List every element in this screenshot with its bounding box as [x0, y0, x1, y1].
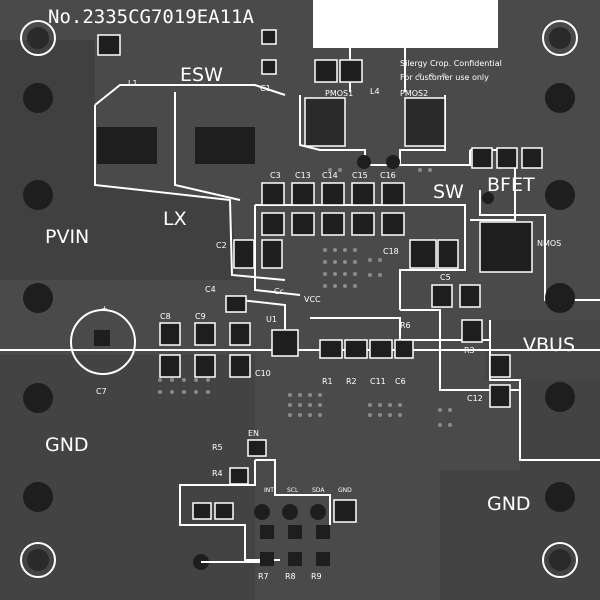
c15-label: C15: [352, 171, 368, 180]
r8-label: R8: [285, 572, 296, 581]
c7-polarity-mark: +: [101, 304, 108, 313]
pmos2-label: PMOS2: [400, 89, 429, 98]
c7-pad: [94, 330, 110, 346]
sw-testpoint: [545, 180, 575, 210]
r4-label: R4: [212, 469, 223, 478]
r1-label: R1: [322, 377, 333, 386]
via-field-center: [323, 248, 382, 288]
c14-label: C14: [322, 171, 338, 180]
gnd-right-label: GND: [487, 493, 531, 515]
confidential-notice-line1: Silergy Crop. Confidential: [400, 59, 502, 68]
mounting-hole-bottom-right: [542, 542, 578, 578]
gnd-testpoint-1: [23, 383, 53, 413]
top-testpoint: [545, 83, 575, 113]
l1-label: L1: [128, 79, 138, 88]
gnd-left-label: GND: [45, 434, 89, 456]
c2-label: C2: [216, 241, 227, 250]
c10-label: C10: [255, 369, 271, 378]
c3-label: C3: [270, 171, 281, 180]
c9-label: C9: [195, 312, 206, 321]
en-label: EN: [248, 429, 260, 438]
gnd-testpoint-3: [545, 482, 575, 512]
c16-label: C16: [380, 171, 396, 180]
via-field-top: [328, 73, 446, 172]
r9-label: R9: [311, 572, 322, 581]
c1-label: C1: [260, 84, 271, 93]
vcc-label: VCC: [304, 295, 321, 304]
r5-label: R5: [212, 443, 223, 452]
c13-label: C13: [295, 171, 311, 180]
u1-label: U1: [266, 315, 277, 324]
r6-label: R6: [400, 321, 411, 330]
l1-pad-left: [97, 127, 157, 164]
gnd-left-copper-pour: [0, 355, 255, 600]
header-pin-sda: SDA: [312, 487, 325, 494]
nmos-package: [479, 221, 533, 273]
bfet-label: BFET: [487, 174, 535, 196]
pmos2-package: [404, 97, 446, 147]
gnd-testpoint-2: [23, 482, 53, 512]
sw-label: SW: [433, 181, 464, 203]
pvin-testpoint-1: [23, 83, 53, 113]
r2-label: R2: [346, 377, 357, 386]
vbus-testpoint-1: [545, 283, 575, 313]
pmos1-label: PMOS1: [325, 89, 354, 98]
c7-label: C7: [96, 387, 107, 396]
pvin-testpoint-2: [23, 180, 53, 210]
c6-label: C6: [395, 377, 406, 386]
mounting-hole-bottom-left: [20, 542, 56, 578]
c5-label: C5: [440, 273, 451, 282]
pmos1-package: [304, 97, 346, 147]
esw-label: ESW: [180, 64, 223, 86]
confidential-notice-line2: For customer use only: [400, 73, 489, 82]
vbus-label: VBUS: [523, 334, 575, 356]
c18-label: C18: [383, 247, 399, 256]
nmos-label: NMOS: [537, 239, 562, 248]
header-pin-gnd: GND: [338, 487, 352, 494]
u1-package: [271, 329, 299, 357]
vbus-testpoint-2: [545, 382, 575, 412]
via-field-lower: [158, 378, 452, 427]
c11-label: C11: [370, 377, 386, 386]
cc-label: Cc: [274, 287, 284, 296]
c7-outline: [70, 309, 136, 375]
label-area: [313, 0, 498, 48]
header-pin-scl: SCL: [287, 487, 299, 494]
pvin-label: PVIN: [45, 226, 90, 248]
board-id-label: No.2335CG7019EA11A: [48, 6, 254, 28]
r7-label: R7: [258, 572, 269, 581]
c8-label: C8: [160, 312, 171, 321]
pvin-testpoint-3: [23, 283, 53, 313]
mounting-hole-top-right: [542, 20, 578, 56]
l1-pad-right: [195, 127, 255, 164]
r3-label: R3: [464, 346, 475, 355]
l4-label: L4: [370, 87, 380, 96]
c4-label: C4: [205, 285, 216, 294]
c12-label: C12: [467, 394, 483, 403]
header-pin-int: INT: [264, 487, 274, 494]
gnd-right-copper-pour: [440, 380, 600, 600]
lx-label: LX: [163, 208, 187, 230]
pvin-copper-pour: [0, 40, 240, 280]
mounting-hole-top-left: [20, 20, 56, 56]
